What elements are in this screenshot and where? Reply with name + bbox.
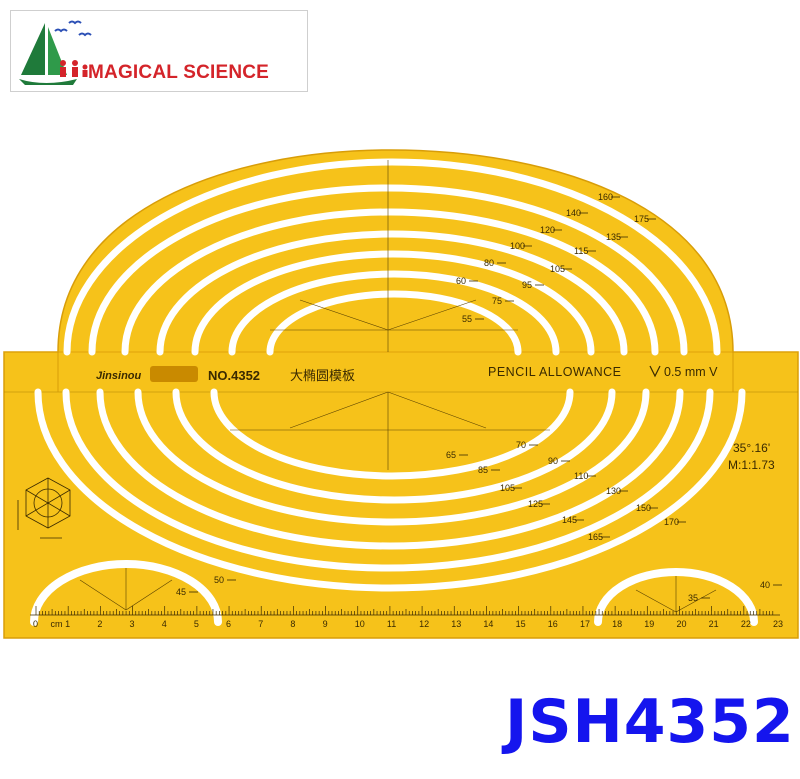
- ruler-tick-label: 3: [130, 619, 135, 629]
- upper-size-label: 55: [462, 314, 472, 324]
- upper-size-label: 135: [606, 232, 621, 242]
- product-name-cn: 大椭圆模板: [290, 368, 355, 383]
- upper-size-labels: 55 60 75 80 95 100 105 115 120 135 140 160 175: [456, 192, 656, 324]
- upper-size-label: 115: [574, 246, 588, 256]
- lower-size-label: 110: [574, 471, 588, 481]
- ruler-tick-label: 6: [226, 619, 231, 629]
- ruler-tick-label: 19: [644, 619, 654, 629]
- ruler-tick-label: 21: [709, 619, 719, 629]
- v-notch-icon: [649, 365, 661, 378]
- ruler-tick-label: 12: [419, 619, 429, 629]
- ruler-tick-label: 22: [741, 619, 751, 629]
- lower-size-labels: 65 70 85 90 105 110 125 130 145 150 165 170: [446, 440, 686, 542]
- pencil-allowance-label: PENCIL ALLOWANCE: [488, 365, 622, 379]
- angle-label: 35°.16': [733, 441, 770, 455]
- upper-size-label: 80: [484, 258, 494, 268]
- upper-size-label: 175: [634, 214, 649, 224]
- brand-logo: [10, 10, 308, 92]
- ruler-tick-label: 18: [612, 619, 622, 629]
- product-code: JSH4352: [505, 687, 795, 757]
- lower-ellipse-slots: [34, 388, 746, 592]
- isometric-cube-icon: [17, 477, 71, 539]
- lower-size-label: 90: [548, 456, 558, 466]
- ruler-tick-label: 4: [162, 619, 167, 629]
- lower-size-label: 65: [446, 450, 456, 460]
- lower-size-label: 145: [562, 515, 577, 525]
- ruler-tick-label: 7: [258, 619, 263, 629]
- upper-size-label: 60: [456, 276, 466, 286]
- model-number: NO.4352: [208, 368, 260, 383]
- small-semicircle-slots: [30, 560, 758, 626]
- upper-size-label: 75: [492, 296, 502, 306]
- ruler-tick-label: 2: [97, 619, 102, 629]
- pencil-allowance-value: 0.5 mm V: [664, 365, 718, 379]
- ruler-unit-label: cm: [50, 619, 62, 629]
- maker-badge: [150, 366, 198, 382]
- lower-size-label: 130: [606, 486, 621, 496]
- small-size-label: 40: [760, 580, 770, 590]
- ruler-tick-label: 5: [194, 619, 199, 629]
- ruler-tick-label: 10: [355, 619, 365, 629]
- ruler-ticks: [35, 606, 774, 615]
- ruler-tick-label: 1: [65, 619, 70, 629]
- ruler-tick-label: 17: [580, 619, 590, 629]
- ruler-tick-label: 0: [33, 619, 38, 629]
- lower-size-label: 150: [636, 503, 651, 513]
- small-size-label: 35: [688, 593, 698, 603]
- brand-name: MAGICAL SCIENCE: [88, 62, 270, 83]
- lower-size-label: 85: [478, 465, 488, 475]
- small-size-label: 50: [214, 575, 224, 585]
- upper-size-label: 105: [550, 264, 565, 274]
- maker-logo: Jinsinou: [96, 370, 142, 382]
- lower-size-label: 105: [500, 483, 515, 493]
- ruler-tick-label: 13: [451, 619, 461, 629]
- ruler-tick-label: 9: [323, 619, 328, 629]
- upper-size-label: 95: [522, 280, 532, 290]
- upper-size-label: 120: [540, 225, 555, 235]
- ruler-tick-label: 8: [290, 619, 295, 629]
- lower-size-label: 125: [528, 499, 543, 509]
- lower-size-label: 165: [588, 532, 603, 542]
- ratio-label: M:1:1.73: [728, 458, 775, 472]
- small-size-label: 45: [176, 587, 186, 597]
- sailboat-family-icon: [19, 20, 92, 85]
- lower-size-label: 70: [516, 440, 526, 450]
- stencil-body: [3, 149, 799, 639]
- ruler-tick-label: 23: [773, 619, 783, 629]
- ruler-tick-label: 16: [548, 619, 558, 629]
- upper-size-label: 140: [566, 208, 581, 218]
- ruler-tick-label: 20: [676, 619, 686, 629]
- small-size-labels: 45 50 35 40: [176, 575, 782, 603]
- ruler-tick-label: 15: [516, 619, 526, 629]
- ruler-tick-label: 14: [483, 619, 493, 629]
- upper-size-label: 100: [510, 241, 525, 251]
- ruler-tick-label: 11: [387, 619, 396, 629]
- upper-size-label: 160: [598, 192, 613, 202]
- lower-size-label: 170: [664, 517, 679, 527]
